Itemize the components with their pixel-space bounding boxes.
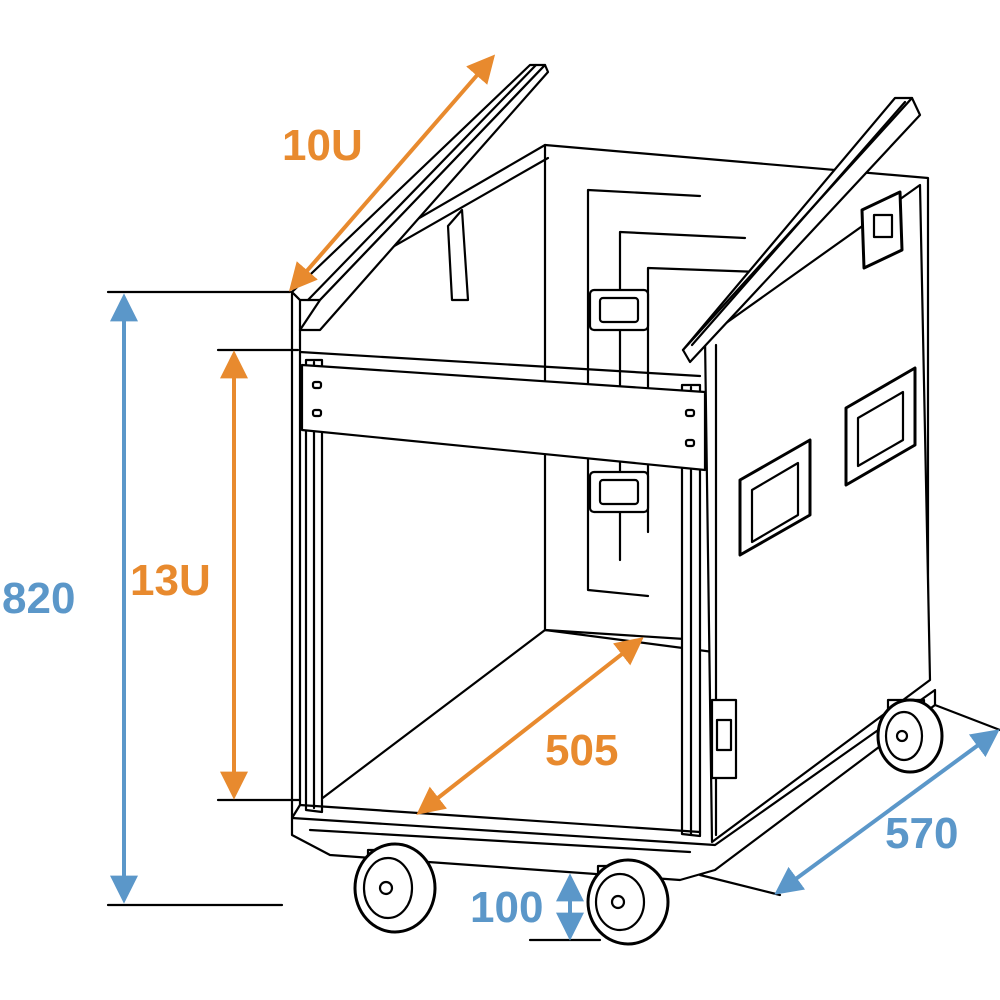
side-handle-left — [738, 438, 812, 557]
side-handle-right — [844, 366, 917, 487]
wheel-front-right — [586, 858, 670, 946]
label-rack-height: 13U — [130, 556, 211, 605]
corner-latch — [860, 190, 904, 270]
dimension-arrows — [110, 54, 1000, 941]
dimension-labels: 10U 820 13U 505 570 100 — [2, 121, 958, 932]
dimension-guides — [106, 290, 1000, 942]
label-rail-length: 10U — [282, 121, 363, 170]
label-wheel-height: 100 — [470, 883, 543, 932]
wheel-rear-right — [876, 698, 944, 774]
label-inner-depth: 505 — [545, 726, 618, 775]
side-lock — [710, 698, 738, 780]
cross-brace — [300, 363, 707, 472]
arrow-rail-length — [288, 54, 496, 292]
arrow-inner-depth — [416, 637, 644, 815]
rear-handle-top — [588, 288, 650, 332]
wheel-front-left — [353, 842, 437, 934]
arrow-case-depth — [774, 729, 1000, 895]
rear-handle-bottom — [588, 470, 650, 514]
rail-support-bracket — [446, 208, 470, 302]
handles — [588, 190, 917, 780]
label-total-height: 820 — [2, 574, 75, 623]
label-case-depth: 570 — [885, 809, 958, 858]
case-body — [290, 143, 937, 882]
